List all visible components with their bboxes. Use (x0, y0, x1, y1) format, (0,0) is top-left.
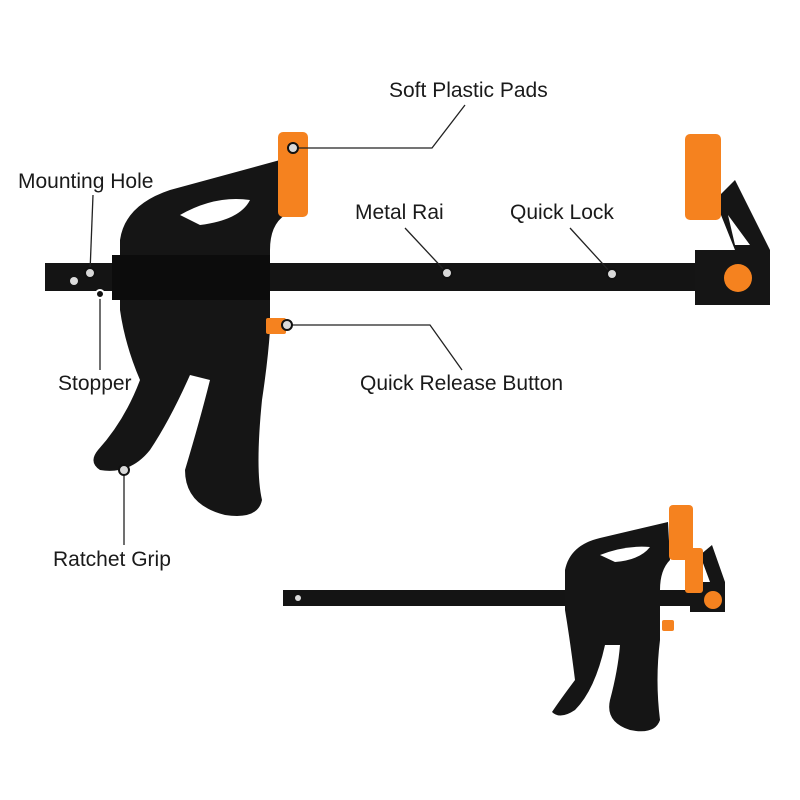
handle-body (93, 160, 285, 516)
mounting-hole (70, 277, 78, 285)
label-mounting-hole: Mounting Hole (18, 170, 154, 193)
dot-quick-release (281, 319, 293, 331)
label-quick-lock: Quick Lock (510, 201, 614, 224)
leader-quick-lock (569, 227, 613, 275)
dot-metal-rail (441, 267, 453, 279)
jaw-window (728, 215, 750, 245)
large-clamp (45, 132, 770, 516)
small-quick-lock (704, 591, 722, 609)
label-metal-rail: Metal Rai (355, 201, 444, 224)
leader-quick-release (287, 324, 463, 371)
small-clamp (283, 505, 725, 732)
dot-mounting-hole (84, 267, 96, 279)
leader-mounting-hole (89, 194, 94, 273)
dot-quick-lock (606, 268, 618, 280)
quick-lock-knob (724, 264, 752, 292)
leader-soft-plastic-pads (293, 104, 466, 149)
leader-metal-rail (404, 227, 448, 274)
small-handle-window (600, 546, 650, 562)
small-mounting-hole (295, 595, 301, 601)
handle-window (180, 199, 250, 225)
small-pad-left (669, 505, 693, 560)
small-release-button (662, 620, 674, 631)
leader-dots (84, 142, 618, 476)
rail-housing (112, 255, 270, 300)
small-pad-right (685, 548, 703, 593)
label-soft-plastic-pads: Soft Plastic Pads (389, 79, 548, 102)
dot-stopper (95, 289, 105, 299)
soft-plastic-pad-left (278, 132, 308, 217)
small-handle-body (552, 522, 670, 732)
soft-plastic-pad-right (685, 134, 721, 220)
label-quick-release-button: Quick Release Button (360, 372, 564, 395)
label-ratchet-grip: Ratchet Grip (53, 548, 171, 571)
quick-release-button (266, 318, 286, 334)
dot-ratchet-grip (118, 464, 130, 476)
label-stopper: Stopper (58, 372, 132, 395)
leader-lines (89, 104, 613, 545)
dot-soft-plastic-pads (287, 142, 299, 154)
